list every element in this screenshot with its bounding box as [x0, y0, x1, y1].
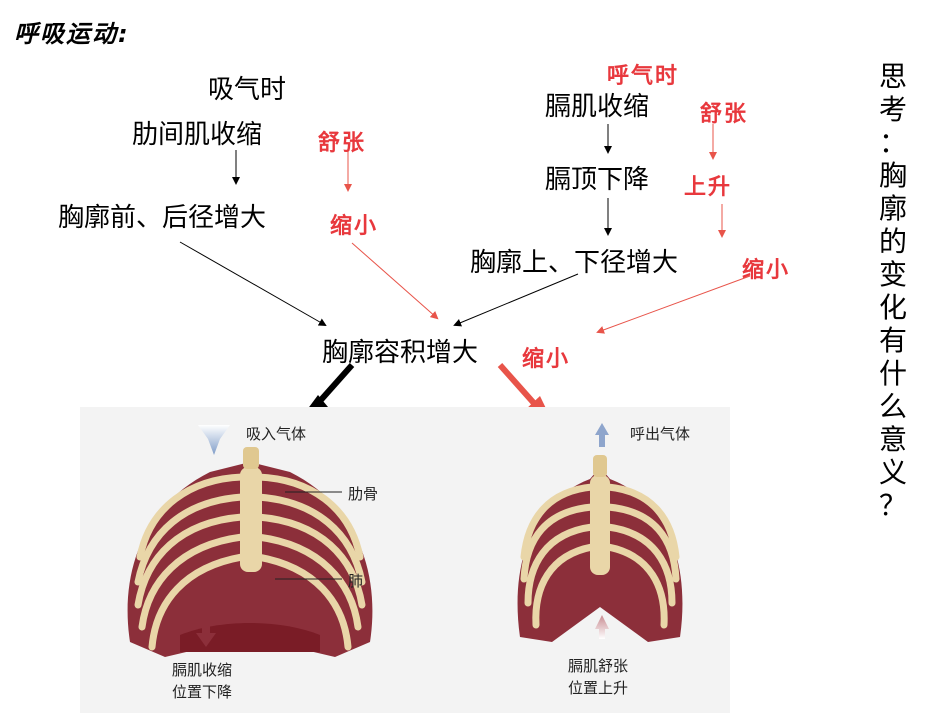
ribcage-inhale	[127, 425, 373, 657]
arrow-to-result-left	[179, 241, 327, 326]
question-char: 的	[878, 225, 907, 258]
arrow-red-to-result-right	[596, 275, 751, 334]
question-char: 有	[878, 324, 907, 357]
question-char: ：	[878, 126, 907, 159]
top-bottom-increase-text: 胸廓上、下径增大	[470, 248, 679, 278]
top-bottom-decrease-text: 缩小	[742, 258, 791, 283]
position-down-label: 位置下降	[172, 683, 233, 701]
ribcage-exhale	[517, 423, 683, 642]
question-char: 变	[878, 258, 907, 291]
arrow-red-to-result-left	[351, 242, 439, 320]
question-char: 么	[878, 390, 907, 423]
exhale-heading: 呼气时	[607, 64, 680, 89]
question-char: 意	[878, 423, 907, 456]
question-char: 思	[878, 60, 907, 93]
question-char: 化	[878, 291, 907, 324]
exhale-air-label: 呼出气体	[630, 425, 691, 443]
volume-increase-text: 胸廓容积增大	[322, 338, 479, 368]
page-title: 呼吸运动:	[14, 20, 130, 48]
diaphragm-relax-label: 膈肌舒张	[568, 657, 629, 675]
inhale-air-label: 吸入气体	[246, 425, 307, 443]
arrow-to-result-right	[453, 273, 579, 327]
front-back-increase-text: 胸廓前、后径增大	[58, 203, 267, 233]
volume-decrease-text: 缩小	[522, 347, 571, 372]
question-char: 考	[878, 93, 907, 126]
question-char: 胸	[878, 159, 907, 192]
question-char: 什	[878, 357, 907, 390]
diaphragm-top-down-text: 膈顶下降	[545, 165, 650, 195]
ribcage-figure: 吸入气体 肋骨 肺 膈肌收缩 位置下降 呼出气体 膈肌舒张 位置上升	[80, 407, 730, 713]
question-char: 义	[878, 456, 907, 489]
diaphragm-relax-text: 舒张	[700, 102, 749, 127]
think-question: 思考：胸廓的变化有什么意义？	[876, 60, 910, 522]
diaphragm-contract-label: 膈肌收缩	[172, 661, 233, 679]
question-char: ？	[878, 489, 907, 522]
position-up-label: 位置上升	[568, 679, 629, 697]
intercostal-relax-text: 舒张	[318, 131, 367, 156]
intercostal-contract-text: 肋间肌收缩	[132, 120, 263, 150]
inhale-heading: 吸气时	[208, 75, 287, 105]
rib-label: 肋骨	[348, 485, 379, 503]
diaphragm-top-up-text: 上升	[684, 175, 733, 200]
lung-label: 肺	[348, 572, 364, 590]
front-back-decrease-text: 缩小	[330, 214, 379, 239]
question-char: 廓	[878, 192, 907, 225]
diaphragm-contract-text: 膈肌收缩	[545, 92, 650, 122]
